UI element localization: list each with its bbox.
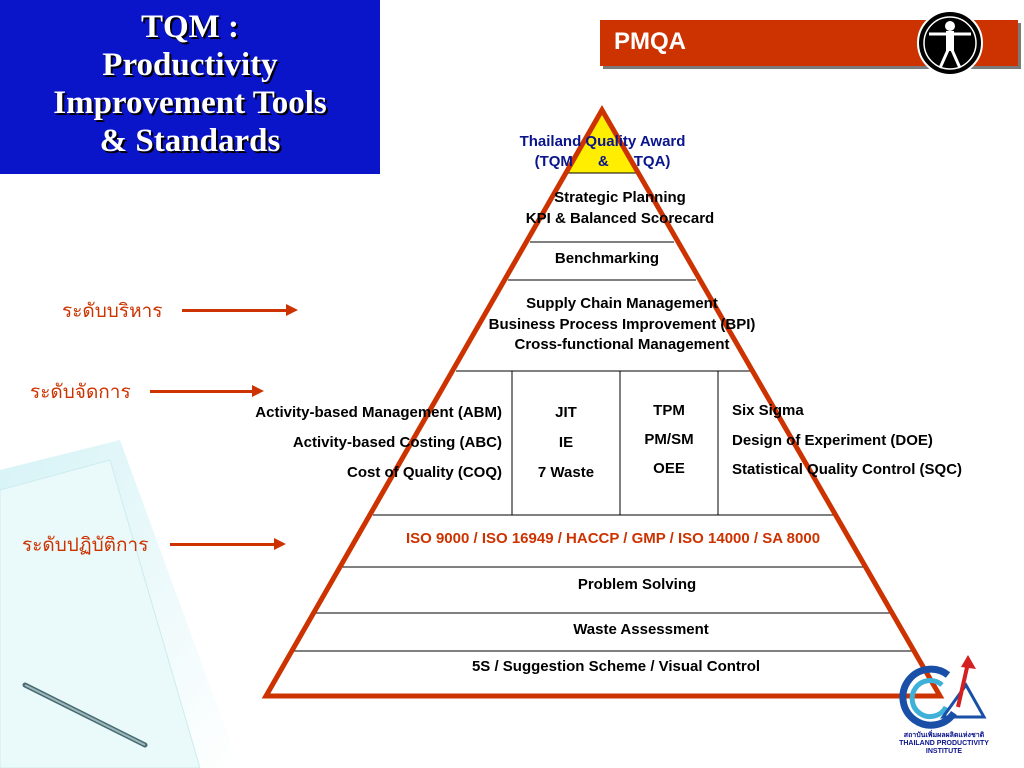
column-quality-tools: Six Sigma Design of Experiment (DOE) Sta…: [732, 396, 1017, 485]
col2-item: JIT: [555, 404, 577, 421]
col4-item: Design of Experiment (DOE): [732, 431, 933, 449]
tier-standards: ISO 9000 / ISO 16949 / HACCP / GMP / ISO…: [405, 530, 821, 547]
notepad-decoration: [0, 440, 240, 768]
pyramid-outline: [261, 104, 945, 699]
tier-strategic: Strategic Planning KPI & Balanced Scorec…: [480, 187, 760, 229]
col1-item: Activity-based Costing (ABC): [292, 434, 502, 451]
apex-line-2: (TQM & TQA): [534, 153, 671, 170]
level-operational-label: ระดับปฏิบัติการ: [22, 534, 149, 556]
title-line-1: TQM :: [140, 9, 240, 45]
tier-strategic-line-1: Strategic Planning: [554, 189, 686, 206]
column-maintenance-tools: TPM PM/SM OEE: [622, 396, 716, 483]
tier-process-line-3: Cross-functional Management: [514, 336, 730, 353]
pen-decoration: [22, 682, 148, 748]
tier-waste-assessment: Waste Assessment: [573, 621, 709, 638]
title-line-2: Productivity: [102, 47, 278, 83]
column-lean-tools: JIT IE 7 Waste: [515, 398, 617, 488]
slide-title: TQM : Productivity Improvement Tools & S…: [0, 0, 380, 174]
level-executive-arrow: [182, 304, 298, 316]
column-cost-tools: Activity-based Management (ABM) Activity…: [180, 398, 502, 488]
col3-item: OEE: [653, 460, 685, 477]
pmqa-label: PMQA: [614, 28, 686, 55]
level-management-arrow: [150, 385, 264, 397]
vitruvian-man-icon: [917, 10, 983, 76]
tpi-logo-text: สถาบันเพิ่มผลผลิตแห่งชาติ THAILAND PRODU…: [892, 732, 996, 756]
col4-item: Six Sigma: [732, 402, 804, 419]
tier-strategic-line-2: KPI & Balanced Scorecard: [525, 210, 715, 227]
level-management-label: ระดับจัดการ: [30, 381, 131, 403]
col2-item: 7 Waste: [537, 464, 595, 481]
title-line-4: & Standards: [99, 123, 281, 159]
tier-benchmarking: Benchmarking: [554, 250, 660, 267]
col1-item: Cost of Quality (COQ): [347, 464, 502, 481]
col1-item: Activity-based Management (ABM): [255, 404, 502, 421]
col4-item: Statistical Quality Control (SQC): [732, 461, 963, 478]
tier-process: Supply Chain Management Business Process…: [442, 294, 802, 356]
tier-process-line-2: Business Process Improvement (BPI): [488, 315, 756, 333]
pyramid-apex: [568, 110, 636, 173]
tier-5s: 5S / Suggestion Scheme / Visual Control: [471, 658, 761, 675]
apex-line-1: Thailand Quality Award: [519, 133, 686, 150]
col3-item: PM/SM: [644, 431, 694, 448]
tier-process-line-1: Supply Chain Management: [526, 295, 718, 312]
level-executive-label: ระดับบริหาร: [62, 300, 163, 322]
tpi-logo-icon: [899, 655, 987, 729]
col2-item: IE: [558, 434, 574, 451]
apex-label: Thailand Quality Award (TQM & TQA): [470, 132, 735, 172]
tpi-logo-text-thai: สถาบันเพิ่มผลผลิตแห่งชาติ: [903, 732, 985, 739]
level-operational-arrow: [170, 538, 286, 550]
title-line-3: Improvement Tools: [53, 85, 327, 121]
col3-item: TPM: [653, 402, 685, 419]
tpi-logo-text-english: THAILAND PRODUCTIVITY INSTITUTE: [899, 740, 989, 755]
tier-problem-solving: Problem Solving: [577, 576, 697, 593]
